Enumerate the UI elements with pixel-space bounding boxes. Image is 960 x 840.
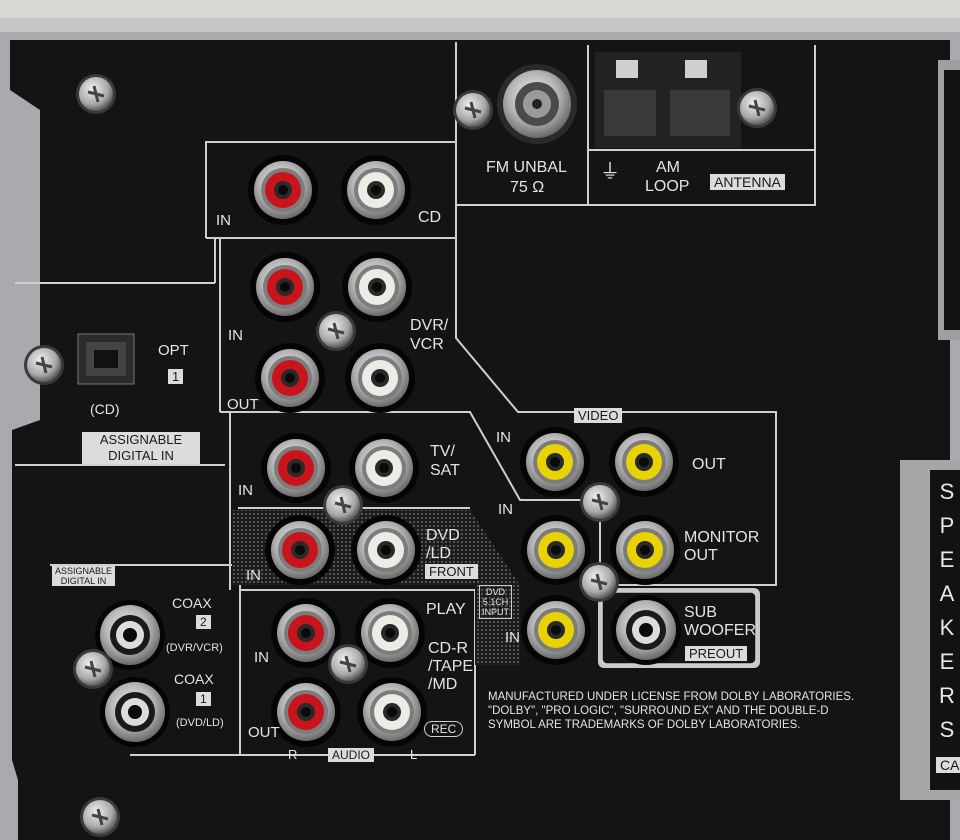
sub-woofer-label: SUB WOOFER (684, 604, 756, 639)
dvd51-in-label: IN (505, 629, 520, 646)
dolby-notice: MANUFACTURED UNDER LICENSE FROM DOLBY LA… (488, 691, 855, 731)
tv-in-r-jack[interactable] (261, 433, 331, 503)
screw (328, 644, 368, 684)
ground-icon: ⏚ (600, 161, 620, 183)
monitor-in-jack[interactable] (521, 515, 591, 585)
preout-label: PREOUT (685, 646, 748, 661)
front-label: FRONT (425, 564, 478, 579)
screw (316, 311, 356, 351)
audio-l-label: L (410, 747, 418, 762)
coax2-jack[interactable] (95, 600, 165, 670)
cd-in-r-jack[interactable] (248, 155, 318, 225)
audio-r-label: R (288, 747, 298, 762)
audio-label: AUDIO (328, 748, 375, 762)
cdr-in-label: IN (254, 649, 269, 666)
assignable-digital-in-small-label: ASSIGNABLE DIGITAL IN (52, 566, 116, 586)
cdr-out-r-jack[interactable] (271, 677, 341, 747)
dvd51-label: DVD 5.1CH INPUT (479, 585, 512, 619)
dvd-in-l-jack[interactable] (351, 515, 421, 585)
opt-cd-label: (CD) (90, 401, 120, 417)
speakers-label: SPEAKERS (939, 479, 955, 742)
coax2-label: COAX (172, 595, 212, 611)
screw (579, 562, 619, 602)
monitor-out-label: MONITOR OUT (684, 529, 760, 564)
screw (24, 345, 64, 385)
cdr-in-l-jack[interactable] (355, 598, 425, 668)
screw (453, 90, 493, 130)
antenna-label: ANTENNA (710, 174, 785, 190)
fm-unbal-label: FM UNBAL (486, 159, 567, 176)
cdr-tape-md-label: CD-R /TAPE /MD (428, 640, 474, 693)
rec-label: REC (424, 721, 464, 737)
coax2-number: 2 (196, 615, 211, 629)
cdr-out-label: OUT (248, 724, 280, 741)
screw (73, 649, 113, 689)
video-label: VIDEO (574, 408, 623, 423)
loop-label: LOOP (645, 178, 690, 195)
dvd-in-r-jack[interactable] (265, 515, 335, 585)
cd-label: CD (418, 209, 442, 226)
dvr-in-l-jack[interactable] (342, 252, 412, 322)
fm-antenna-connector (497, 64, 577, 144)
tv-in-l-jack[interactable] (349, 433, 419, 503)
dvr-out-r-jack[interactable] (255, 343, 325, 413)
tv-sat-label: TV/ SAT (430, 443, 460, 479)
screw (76, 74, 116, 114)
optical-input-port (77, 333, 135, 385)
dvd-in-label: IN (246, 567, 261, 584)
coax1-number: 1 (196, 692, 211, 706)
cd-in-label: IN (216, 212, 231, 229)
fm-ohm-label: 75 Ω (510, 179, 545, 196)
cdr-out-l-jack[interactable] (357, 677, 427, 747)
am-antenna-terminals (595, 52, 741, 148)
opt-label: OPT (158, 342, 189, 359)
coax1-source-label: (DVD/LD) (176, 717, 224, 729)
monitor-out-jack[interactable] (610, 515, 680, 585)
monitor-in-label: IN (498, 501, 513, 518)
dvd-ld-label: DVD /LD (426, 527, 460, 562)
screw (737, 88, 777, 128)
video-out-label: OUT (692, 456, 726, 473)
screw (580, 482, 620, 522)
dvr-vcr-label: DVR/ VCR (410, 317, 449, 353)
am-label: AM (656, 159, 680, 176)
dvr-out-l-jack[interactable] (345, 343, 415, 413)
dvr-in-r-jack[interactable] (250, 252, 320, 322)
dvd51-in-jack[interactable] (521, 595, 591, 665)
dvr-in-label: IN (228, 327, 243, 344)
dvr-out-label: OUT (227, 396, 259, 413)
opt-number: 1 (168, 369, 184, 384)
sub-woofer-preout-jack[interactable] (611, 595, 681, 665)
cdr-in-r-jack[interactable] (271, 598, 341, 668)
assignable-digital-in-label: ASSIGNABLE DIGITAL IN (82, 432, 200, 464)
play-label: PLAY (426, 601, 466, 618)
cd-in-l-jack[interactable] (341, 155, 411, 225)
screw (323, 485, 363, 525)
video-in-jack[interactable] (520, 427, 590, 497)
screw (80, 797, 120, 837)
coax1-jack[interactable] (100, 677, 170, 747)
coax1-label: COAX (174, 671, 214, 687)
ca-label: CA (936, 757, 960, 773)
video-in-label: IN (496, 429, 511, 446)
video-out-jack[interactable] (609, 427, 679, 497)
tv-in-label: IN (238, 482, 253, 499)
coax2-source-label: (DVR/VCR) (166, 642, 223, 654)
